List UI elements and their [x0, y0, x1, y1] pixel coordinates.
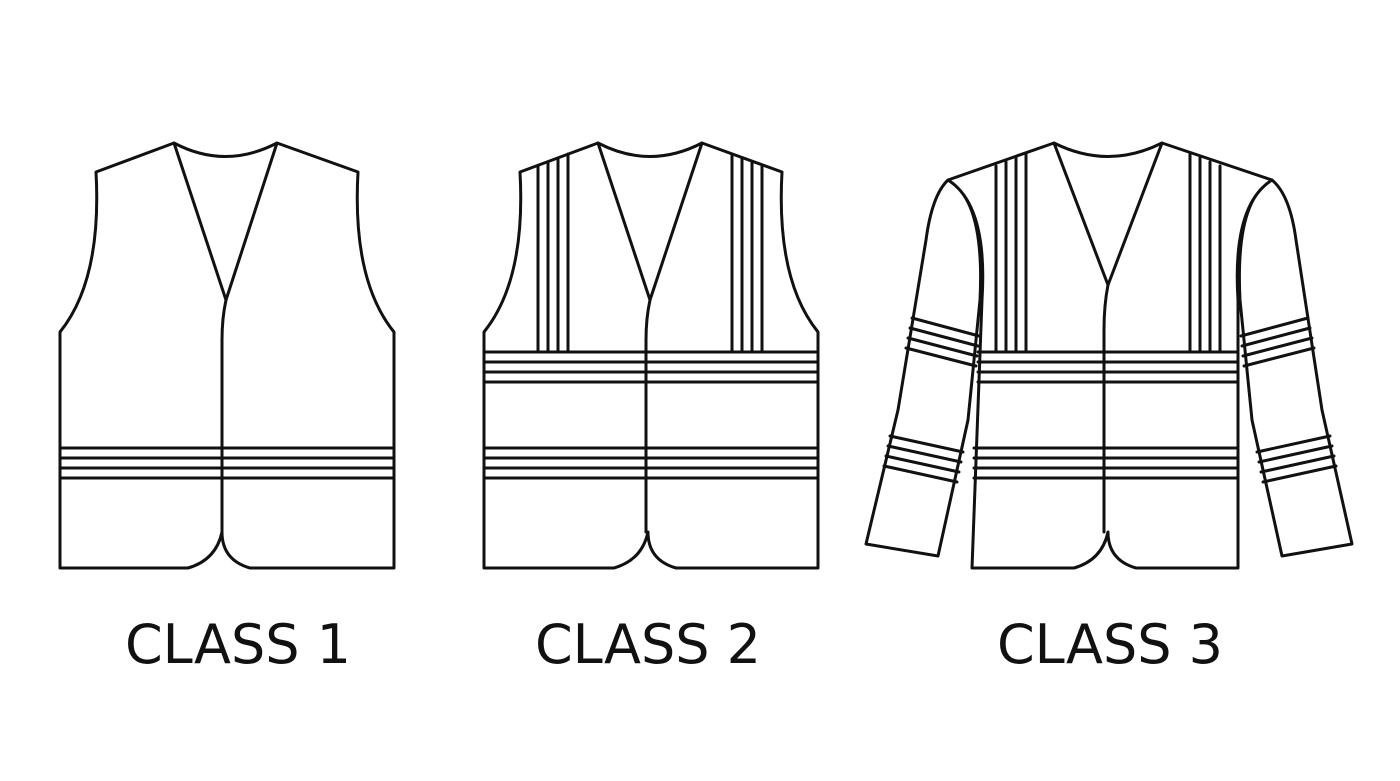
class3-jacket-icon [864, 141, 1354, 570]
class2-vest-icon [482, 141, 820, 570]
class2-caption: CLASS 2 [534, 613, 762, 676]
class1-caption: CLASS 1 [124, 613, 352, 676]
class3-caption: CLASS 3 [996, 613, 1224, 676]
class1-vest-icon [58, 141, 396, 570]
